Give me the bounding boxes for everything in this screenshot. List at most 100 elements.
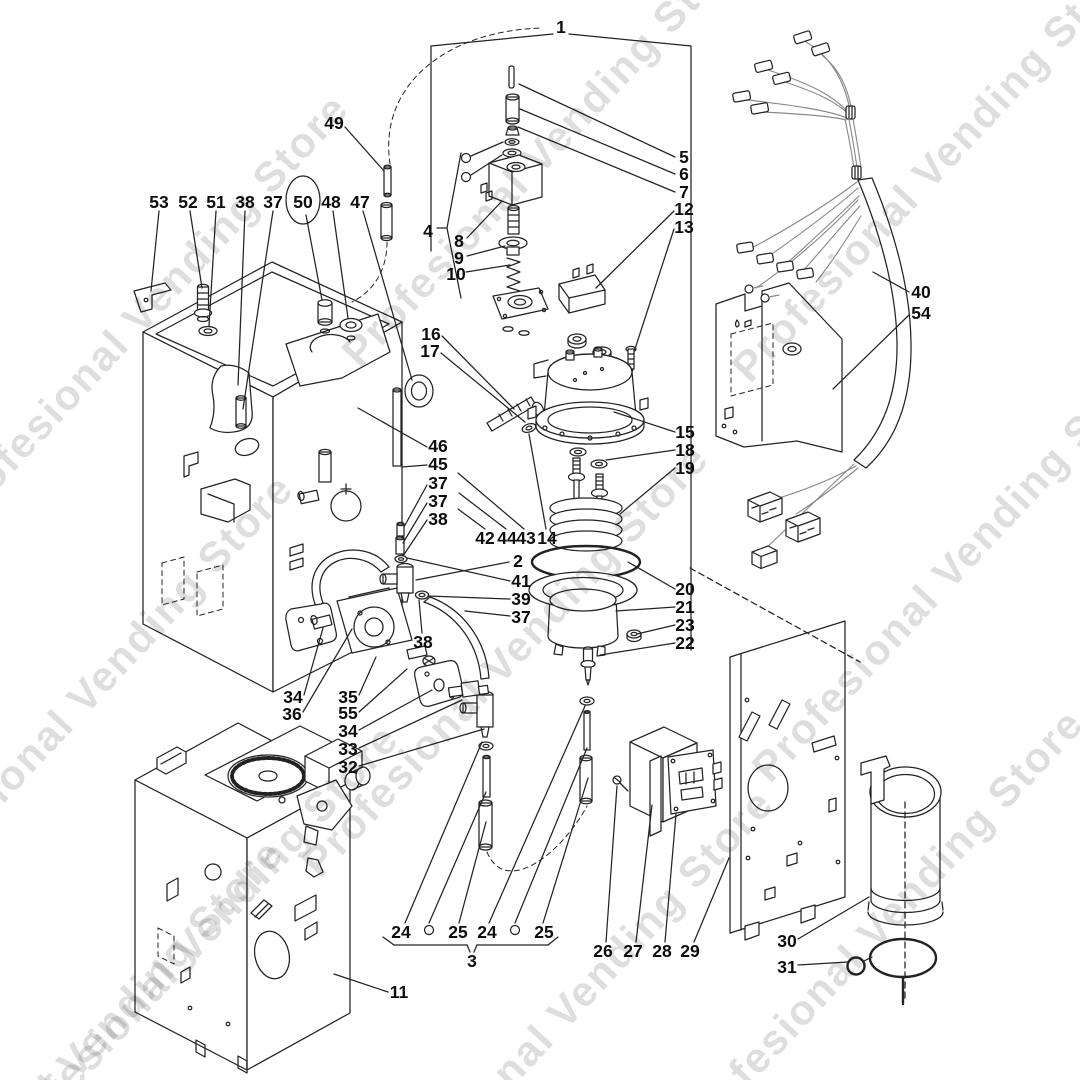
boiler-top: [527, 346, 649, 445]
leader-lines-layer: [150, 33, 910, 999]
leader-part-7: [517, 126, 676, 193]
part-label-22: 22: [675, 633, 695, 653]
leader-part-24: [488, 705, 586, 924]
part-label-50: 50: [293, 192, 313, 212]
leader-part-46: [357, 407, 428, 448]
leader-part-51: [208, 210, 217, 327]
leader-part-43: [457, 472, 525, 530]
part-label-36: 36: [282, 704, 302, 724]
leader-part-11: [333, 973, 389, 993]
leader-part-27: [635, 804, 653, 943]
leader-part-45: [401, 464, 428, 468]
part-label-31: 31: [777, 957, 797, 977]
leader-part-37: [402, 502, 428, 544]
leader-part-13: [633, 228, 675, 353]
leader-part-41: [406, 557, 511, 582]
boiler-seals: [569, 447, 608, 469]
diagram-line-5: [446, 152, 462, 229]
part-label-2: 2: [513, 551, 523, 571]
part-label-47: 47: [350, 192, 369, 212]
diagram-line-12: [547, 936, 559, 946]
leader-part-26: [605, 785, 618, 943]
part-label-51: 51: [206, 192, 226, 212]
cabinet-box: [134, 722, 371, 1074]
leader-part-25: [542, 777, 589, 924]
part-label-34: 34: [283, 687, 303, 707]
part-label-44: 44: [497, 528, 517, 548]
leader-part-33: [358, 699, 463, 749]
retaining-ring: [846, 937, 938, 1006]
part-label-32: 32: [338, 757, 358, 777]
leader-part-40: [872, 271, 910, 293]
part-label-19: 19: [675, 458, 695, 478]
leader-part-44: [458, 492, 507, 530]
leader-part-25: [458, 821, 487, 924]
part-label-28: 28: [652, 941, 672, 961]
leader-dot-2: [428, 791, 487, 924]
leader-part-6: [519, 108, 676, 175]
watermark-text-6: Profesional Vending Store: [358, 780, 783, 1080]
leader-part-42: [457, 508, 486, 530]
leader-part-53: [150, 210, 160, 292]
part-label-17: 17: [420, 341, 439, 361]
diagram-line-1: [568, 33, 692, 47]
part-label-15: 15: [675, 422, 695, 442]
part-label-27: 27: [623, 941, 642, 961]
microswitch-and-screw: [558, 263, 637, 376]
diagram-line-0: [430, 33, 554, 47]
leader-part-55: [358, 668, 408, 713]
part-label-45: 45: [428, 454, 448, 474]
part-label-1: 1: [556, 17, 566, 37]
inlet-valve-assembly: [480, 65, 549, 336]
leader-part-38: [237, 210, 246, 386]
part-label-14: 14: [537, 528, 557, 548]
leader-part-21: [615, 606, 676, 612]
part-label-55: 55: [338, 703, 358, 723]
part-label-6: 6: [679, 164, 689, 184]
part-label-38: 38: [428, 509, 448, 529]
leader-part-10: [465, 264, 511, 273]
part-label-41: 41: [511, 571, 531, 591]
part-label-33: 33: [338, 739, 358, 759]
highlight-circle-50: [285, 175, 321, 225]
leader-dot-0: [470, 141, 504, 157]
leader-part-20: [627, 561, 676, 590]
tube-set-right: [486, 696, 595, 872]
diagram-line-7: [382, 936, 395, 946]
part-label-10: 10: [446, 264, 466, 284]
part-label-24: 24: [391, 922, 411, 942]
part-label-21: 21: [675, 597, 695, 617]
nut-23: [626, 629, 642, 643]
part-label-29: 29: [680, 941, 700, 961]
part-label-54: 54: [911, 303, 931, 323]
leader-part-50: [305, 214, 323, 301]
leader-part-31: [797, 961, 849, 966]
leader-part-48: [332, 210, 349, 319]
leader-part-22: [599, 642, 676, 656]
diagram-line-6: [446, 227, 462, 299]
part-label-37: 37: [428, 473, 447, 493]
pump-assembly: [285, 521, 490, 707]
leader-part-54: [832, 314, 910, 390]
bullet-marker-3: [509, 924, 521, 936]
leader-dot-3: [514, 747, 588, 924]
part-label-13: 13: [674, 217, 694, 237]
part-label-7: 7: [679, 182, 689, 202]
leader-part-24: [404, 741, 483, 924]
leader-part-52: [189, 210, 203, 289]
leader-part-9: [466, 245, 506, 257]
leader-part-32: [358, 728, 485, 767]
part-label-34: 34: [338, 721, 358, 741]
part-label-38: 38: [235, 192, 255, 212]
leader-part-19: [619, 467, 676, 515]
leader-part-29: [693, 857, 730, 943]
diagram-line-13: [689, 567, 861, 663]
spacer-tubes-49: [351, 27, 544, 303]
part-label-24: 24: [477, 922, 497, 942]
leader-part-38: [402, 519, 428, 557]
leader-part-34: [303, 627, 324, 696]
leader-part-17: [440, 352, 526, 423]
leader-part-28: [664, 813, 677, 943]
